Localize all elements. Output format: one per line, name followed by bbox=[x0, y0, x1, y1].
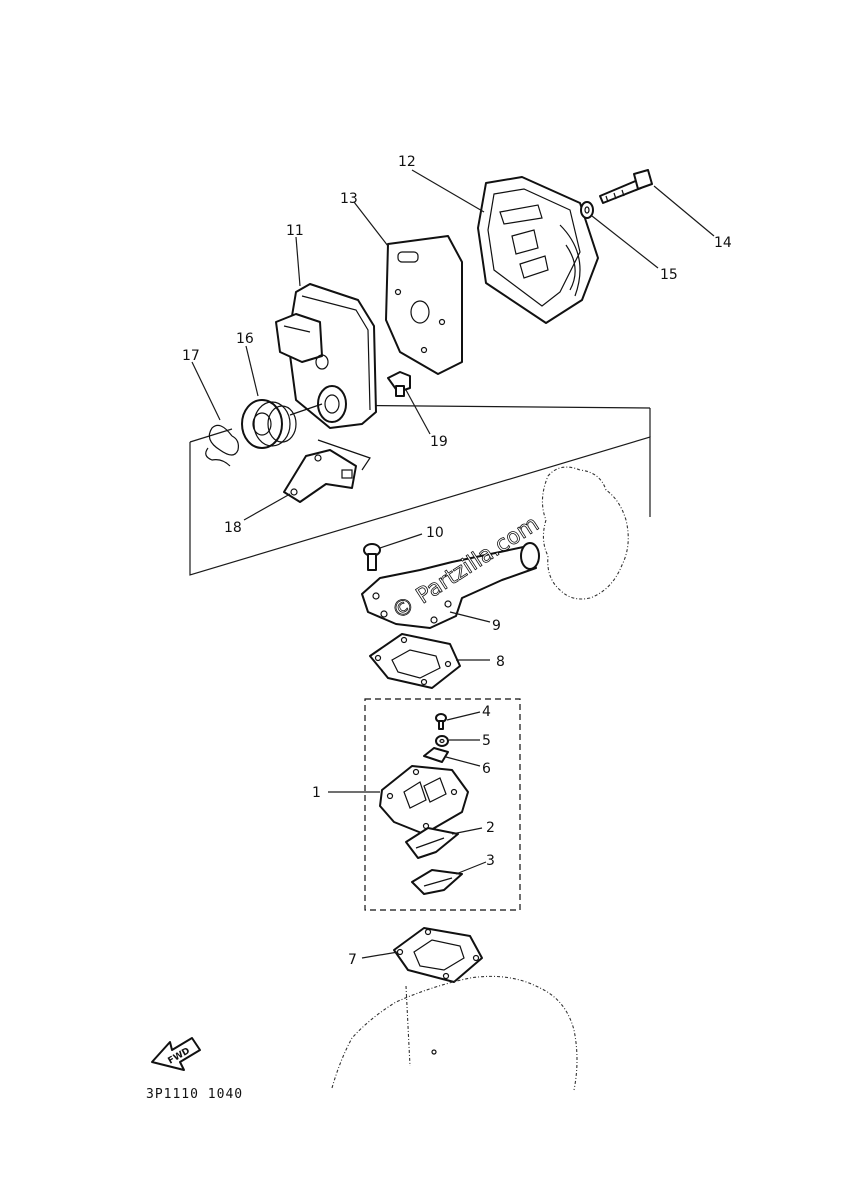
leader-lines bbox=[191, 169, 715, 959]
engine-outline-lower bbox=[331, 975, 578, 1091]
callout-16: 16 bbox=[236, 331, 254, 347]
callout-11: 11 bbox=[286, 223, 304, 239]
callout-10: 10 bbox=[426, 525, 444, 541]
part-7-gasket[interactable] bbox=[393, 927, 483, 983]
callout-8: 8 bbox=[496, 654, 505, 670]
callout-12: 12 bbox=[398, 154, 416, 170]
callout-19: 19 bbox=[430, 434, 448, 450]
part-17-clip[interactable] bbox=[205, 424, 239, 467]
part-8-gasket[interactable] bbox=[369, 633, 461, 689]
part-11-silencer-body[interactable] bbox=[275, 283, 377, 429]
part-2-reed[interactable] bbox=[405, 827, 459, 859]
callout-2: 2 bbox=[486, 820, 495, 836]
callout-4: 4 bbox=[482, 704, 491, 720]
part-15-washer[interactable] bbox=[580, 201, 594, 219]
callout-15: 15 bbox=[660, 267, 678, 283]
part-5-washer[interactable] bbox=[435, 735, 449, 747]
callout-14: 14 bbox=[714, 235, 732, 251]
part-13-gasket[interactable] bbox=[385, 235, 463, 375]
part-10-screw[interactable] bbox=[363, 543, 381, 571]
callout-1: 1 bbox=[312, 785, 321, 801]
engine-outline-upper bbox=[541, 466, 629, 600]
callout-9: 9 bbox=[492, 618, 501, 634]
diagram-code: 3P1110 1040 bbox=[146, 1087, 243, 1102]
part-6-stopper[interactable] bbox=[423, 747, 449, 763]
part-14-bolt[interactable] bbox=[599, 169, 653, 204]
part-9-manifold[interactable] bbox=[361, 542, 540, 629]
part-12-silencer-case[interactable] bbox=[477, 176, 599, 324]
part-16-rubber-joint[interactable] bbox=[241, 399, 323, 449]
part-19-bolt[interactable] bbox=[387, 371, 411, 397]
callout-labels: 12 14 15 13 11 16 17 19 18 10 9 8 4 5 6 … bbox=[182, 154, 732, 968]
part-1-reed-valve[interactable] bbox=[379, 765, 469, 835]
callout-6: 6 bbox=[482, 761, 491, 777]
part-18-bracket[interactable] bbox=[283, 439, 371, 503]
part-3-reed[interactable] bbox=[411, 869, 463, 895]
callout-7: 7 bbox=[348, 952, 357, 968]
reed-valve-assembly-frame bbox=[364, 698, 521, 911]
callout-5: 5 bbox=[482, 733, 491, 749]
callout-13: 13 bbox=[340, 191, 358, 207]
part-4-screw[interactable] bbox=[435, 713, 447, 730]
callout-17: 17 bbox=[182, 348, 200, 364]
callout-3: 3 bbox=[486, 853, 495, 869]
callout-18: 18 bbox=[224, 520, 242, 536]
fwd-arrow: FWD bbox=[151, 1037, 201, 1071]
